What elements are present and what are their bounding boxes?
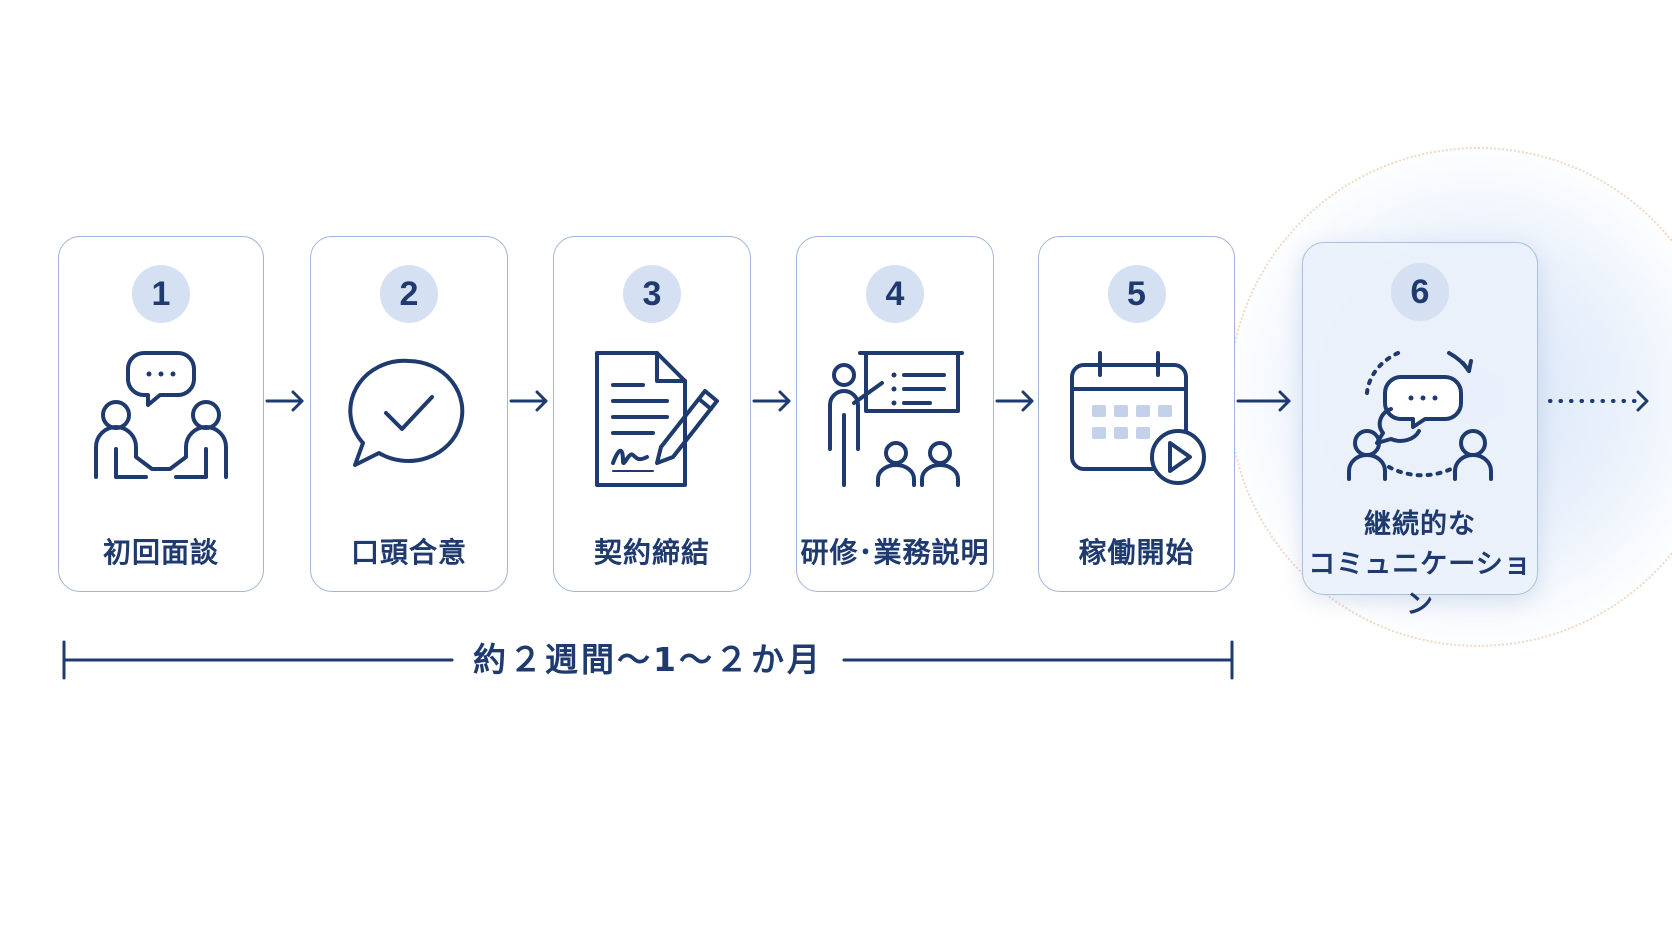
training-presentation-icon bbox=[820, 345, 970, 495]
calendar-start-icon bbox=[1062, 345, 1212, 495]
step-number-badge: 5 bbox=[1107, 265, 1166, 323]
step-number-badge: 3 bbox=[623, 265, 681, 323]
meeting-chat-icon bbox=[86, 345, 236, 495]
step-card-5: 5 稼働開始 bbox=[1038, 236, 1235, 592]
step-number-badge: 4 bbox=[866, 265, 924, 323]
step-card-4: 4 研修･業務説明 bbox=[796, 236, 994, 592]
arrow-right-icon bbox=[994, 386, 1036, 416]
checkmark-speech-bubble-icon bbox=[334, 345, 484, 495]
arrow-right-icon bbox=[1235, 386, 1293, 416]
step-label: 研修･業務説明 bbox=[800, 536, 990, 569]
step-label-line1: 継続的な bbox=[1364, 509, 1476, 540]
step-label-line2: コミュニケーション bbox=[1308, 549, 1532, 620]
step-card-2: 2 口頭合意 bbox=[310, 236, 508, 592]
contract-signing-icon bbox=[577, 345, 727, 495]
arrow-right-icon bbox=[751, 386, 793, 416]
step-label: 継続的な コミュニケーション bbox=[1303, 505, 1537, 625]
step-number-badge: 1 bbox=[132, 265, 190, 323]
continuous-communication-icon bbox=[1345, 339, 1495, 489]
arrow-right-icon bbox=[508, 386, 550, 416]
step-label: 稼働開始 bbox=[1078, 536, 1195, 569]
dotted-arrow-right-icon bbox=[1546, 386, 1652, 416]
step-card-1: 1 初回面談 bbox=[58, 236, 264, 592]
step-label: 口頭合意 bbox=[350, 536, 467, 569]
step-number-badge: 2 bbox=[380, 265, 438, 323]
step-number-badge: 6 bbox=[1391, 263, 1449, 321]
step-label: 初回面談 bbox=[102, 536, 219, 569]
timeline-bracket bbox=[62, 640, 1234, 680]
arrow-right-icon bbox=[264, 386, 306, 416]
step-label: 契約締結 bbox=[593, 536, 710, 569]
step-card-3: 3 契約締結 bbox=[553, 236, 751, 592]
step-card-6: 6 継続的な コミュニケーション bbox=[1302, 242, 1538, 620]
timeline-duration-label: 約２週間～1～２か月 bbox=[473, 640, 823, 679]
